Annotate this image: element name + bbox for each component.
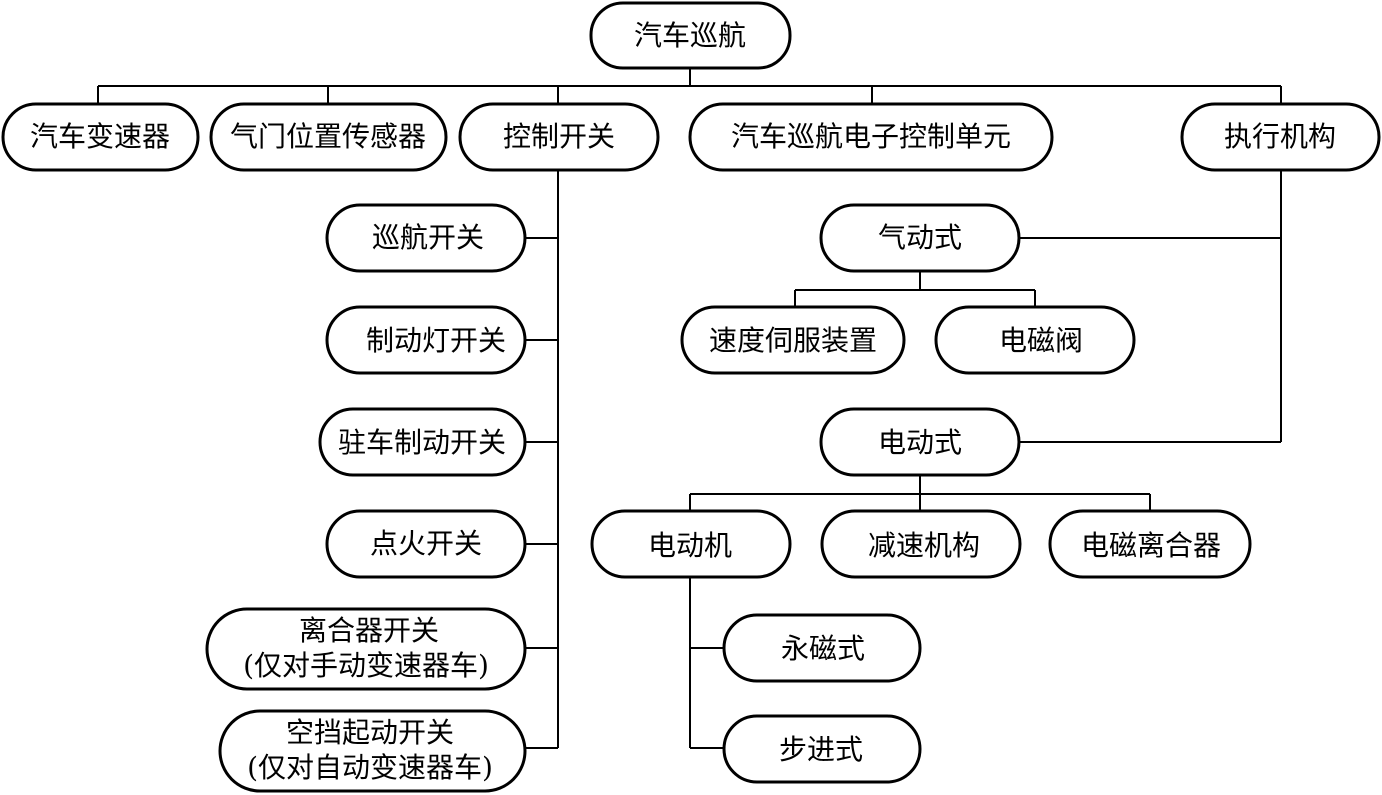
node-control-switch: 控制开关 (458, 102, 660, 172)
node-permanent-magnet: 永磁式 (722, 613, 922, 683)
node-electric: 电动式 (819, 407, 1021, 477)
node-clutch-switch: 离合器开关 (仅对手动变速器车) (205, 607, 527, 691)
svg-text:点火开关: 点火开关 (370, 527, 482, 560)
svg-text:电动式: 电动式 (878, 426, 962, 459)
node-brake-light-switch: 制动灯开关 (325, 305, 527, 375)
svg-text:电磁阀: 电磁阀 (999, 324, 1083, 357)
node-reducer: 减速机构 (820, 509, 1022, 579)
svg-text:离合器开关: 离合器开关 (299, 614, 439, 647)
svg-text:驻车制动开关: 驻车制动开关 (338, 426, 506, 459)
node-solenoid-valve: 电磁阀 (934, 305, 1136, 375)
node-ecu: 汽车巡航电子控制单元 (688, 102, 1054, 172)
svg-text:永磁式: 永磁式 (781, 632, 865, 665)
svg-text:(仅对手动变速器车): (仅对手动变速器车) (243, 649, 489, 682)
connectors (97, 68, 1282, 749)
svg-text:(仅对自动变速器车): (仅对自动变速器车) (247, 751, 493, 784)
node-root: 汽车巡航 (589, 1, 792, 70)
svg-text:汽车巡航电子控制单元: 汽车巡航电子控制单元 (731, 120, 1011, 153)
svg-text:气动式: 气动式 (878, 221, 962, 254)
svg-text:空挡起动开关: 空挡起动开关 (286, 716, 454, 749)
node-actuator: 执行机构 (1180, 102, 1381, 172)
svg-text:速度伺服装置: 速度伺服装置 (709, 324, 877, 357)
svg-text:电动机: 电动机 (648, 529, 732, 562)
node-transmission: 汽车变速器 (1, 102, 200, 172)
svg-text:制动灯开关: 制动灯开关 (366, 324, 506, 357)
node-parking-brake-switch: 驻车制动开关 (318, 407, 527, 477)
svg-text:气门位置传感器: 气门位置传感器 (230, 120, 426, 153)
node-ignition-switch: 点火开关 (325, 509, 527, 579)
svg-text:步进式: 步进式 (779, 733, 863, 766)
svg-text:减速机构: 减速机构 (868, 529, 980, 562)
svg-text:控制开关: 控制开关 (503, 120, 615, 153)
svg-text:电磁离合器: 电磁离合器 (1081, 529, 1221, 562)
node-throttle-sensor: 气门位置传感器 (209, 102, 448, 172)
svg-text:巡航开关: 巡航开关 (372, 221, 484, 254)
svg-text:执行机构: 执行机构 (1224, 120, 1336, 153)
node-pneumatic: 气动式 (819, 203, 1021, 273)
node-stepper: 步进式 (722, 714, 922, 784)
node-neutral-start-switch: 空挡起动开关 (仅对自动变速器车) (218, 709, 527, 793)
svg-text:汽车巡航: 汽车巡航 (634, 19, 746, 52)
node-speed-servo: 速度伺服装置 (680, 305, 906, 375)
node-em-clutch: 电磁离合器 (1048, 509, 1252, 579)
node-cruise-switch: 巡航开关 (325, 203, 527, 273)
node-motor: 电动机 (590, 509, 792, 579)
svg-text:汽车变速器: 汽车变速器 (30, 120, 170, 153)
